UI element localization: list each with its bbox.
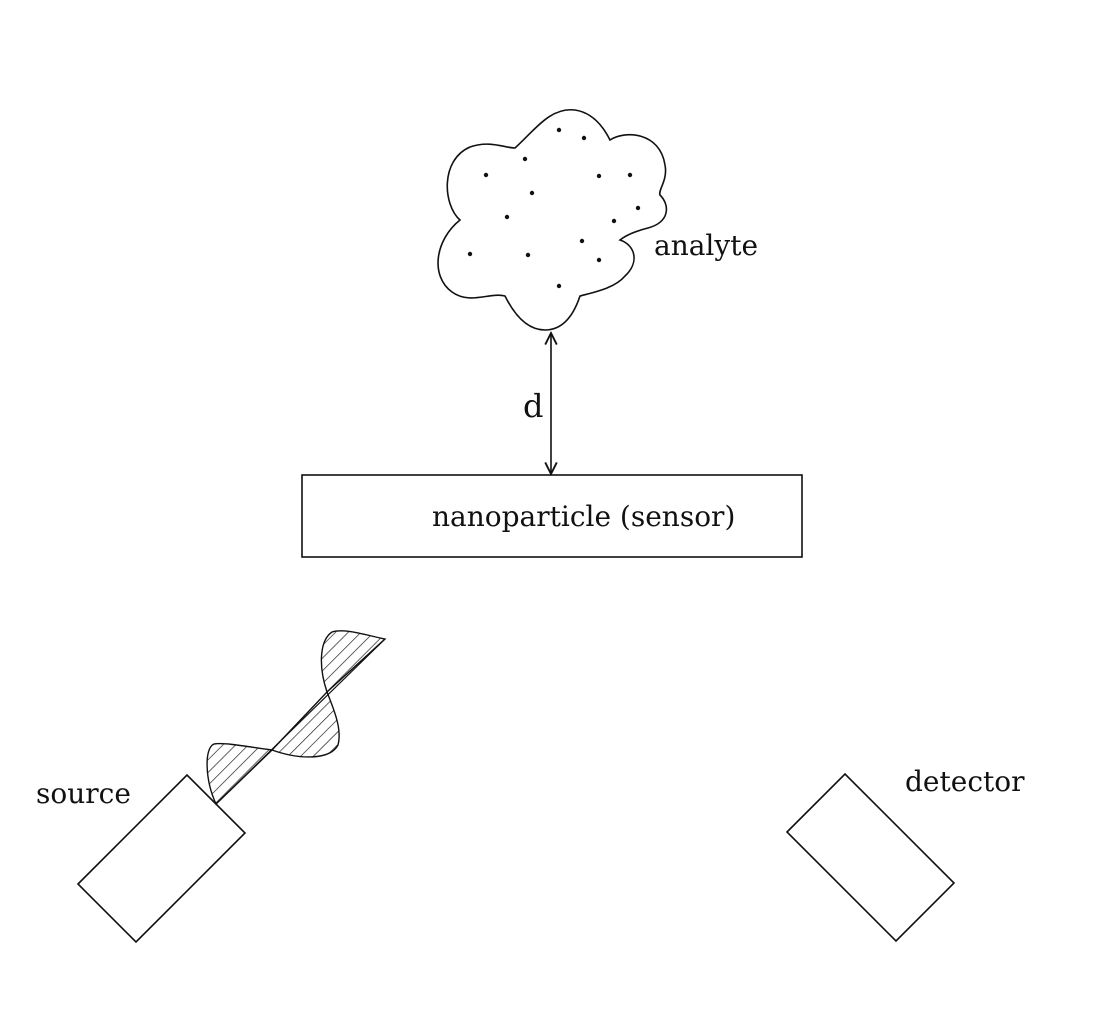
analyte-cloud: [437, 109, 668, 331]
source-label: source: [36, 777, 131, 810]
light-wave-lobe-3: [320, 630, 387, 694]
light-wave-lobe-1: [206, 742, 274, 806]
detector-label: detector: [905, 765, 1025, 798]
light-wave-lobe-2: [270, 690, 340, 758]
light-wave: [206, 630, 387, 806]
analyte-particles: [467, 127, 641, 289]
sensor-label: nanoparticle (sensor): [432, 500, 736, 533]
sensor-box: [301, 474, 803, 558]
light-wave-axis: [215, 638, 386, 805]
analyte-label: analyte: [654, 229, 759, 262]
analyte-cloud-outline: [437, 109, 668, 331]
source-box: [76, 773, 247, 944]
detector-box: [785, 772, 956, 943]
distance-label: d: [523, 387, 544, 425]
